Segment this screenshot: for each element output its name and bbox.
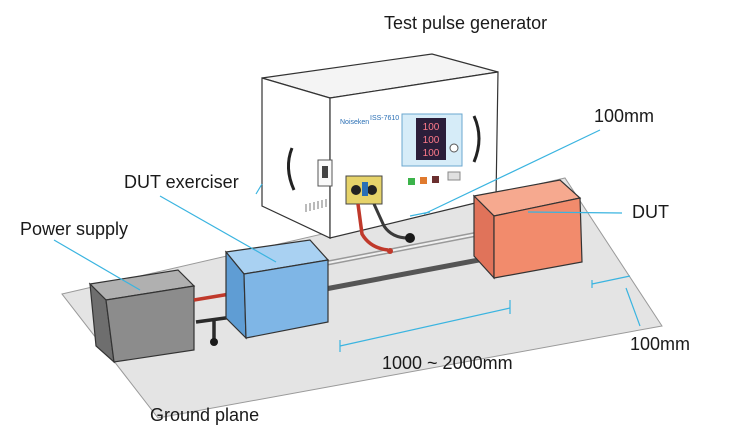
label-dim-top: 100mm xyxy=(594,106,655,126)
label-test-pulse-generator: Test pulse generator xyxy=(384,13,548,33)
label-ground-plane: Ground plane xyxy=(150,405,260,425)
button-orange xyxy=(420,177,427,184)
display-readout-3: 100 xyxy=(423,148,440,159)
label-dim-right: 100mm xyxy=(630,334,691,354)
test-pulse-generator: 100 100 100 xyxy=(261,53,499,239)
leader-dut-exerciser xyxy=(255,183,263,195)
dim-line-length xyxy=(339,307,511,347)
supply-wire-red xyxy=(193,292,231,302)
device-model: ISS-7610 xyxy=(370,115,400,122)
cable-red xyxy=(356,203,389,252)
cable-black xyxy=(372,203,409,240)
knob xyxy=(449,143,459,153)
power-supply-box xyxy=(88,269,196,364)
label-dut-exerciser: DUT exerciser xyxy=(124,172,239,192)
leader-lines xyxy=(53,129,641,352)
label-power-supply: Power supply xyxy=(20,219,129,239)
display-readout-2: 100 xyxy=(423,135,440,146)
leader-dim-top xyxy=(423,129,601,215)
button-green xyxy=(408,178,415,185)
display-readout-1: 100 xyxy=(423,122,440,133)
leader-power-supply xyxy=(53,239,141,291)
leader-dim-right xyxy=(625,287,641,327)
label-dut: DUT xyxy=(632,202,669,222)
dut-box xyxy=(472,179,583,280)
button-grey xyxy=(447,171,461,181)
dut-exerciser-box xyxy=(224,239,330,340)
device-brand: Noiseken xyxy=(340,119,370,126)
label-dim-length: 1000 ~ 2000mm xyxy=(382,353,513,373)
leader-dut xyxy=(527,211,623,214)
dim-tick-right xyxy=(591,275,631,285)
display-screen xyxy=(416,118,446,160)
button-dark xyxy=(432,176,439,183)
coupling-rod-lower xyxy=(319,253,501,293)
dim-tick-top xyxy=(409,211,431,217)
